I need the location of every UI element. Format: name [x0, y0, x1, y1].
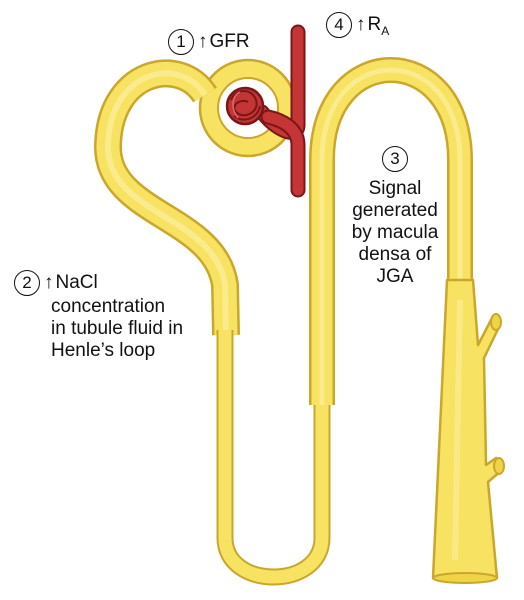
step-1-circle: 1 [168, 29, 194, 55]
nacl-line-3: in tubule fluid in [51, 318, 184, 339]
gfr-label: 1↑GFR [168, 29, 250, 55]
step-2-circle: 2 [14, 270, 40, 296]
ra-text: R [367, 14, 382, 36]
up-arrow-icon: ↑ [356, 14, 366, 36]
nacl-line-1: NaCl [55, 272, 98, 294]
step-4-circle: 4 [326, 12, 352, 38]
collecting-duct [431, 278, 505, 584]
step-3-circle: 3 [382, 146, 408, 172]
signal-line-4: densa of [358, 244, 432, 265]
glomerulus [225, 86, 265, 126]
nacl-label: 2↑NaCl concentration in tubule fluid in … [14, 270, 183, 362]
nacl-first-line: 2↑NaCl [14, 270, 183, 296]
up-arrow-icon: ↑ [198, 31, 208, 53]
distal-tubule [309, 57, 473, 405]
signal-line-2: generated [352, 200, 438, 221]
signal-label: 3 Signal generated by macula densa of JG… [345, 146, 445, 288]
nacl-line-4: Henle’s loop [51, 340, 156, 361]
loop-of-henle [216, 330, 331, 586]
gfr-text: GFR [209, 31, 250, 53]
signal-line-1: Signal [368, 178, 422, 199]
proximal-tubule [93, 59, 240, 336]
signal-line-3: by macula [351, 222, 439, 243]
up-arrow-icon: ↑ [44, 272, 54, 294]
nacl-line-2: concentration [51, 296, 166, 317]
arteriole [254, 24, 306, 198]
ra-subscript: A [381, 23, 390, 38]
ra-label: 4↑RA [326, 12, 389, 42]
signal-line-5: JGA [376, 266, 414, 287]
